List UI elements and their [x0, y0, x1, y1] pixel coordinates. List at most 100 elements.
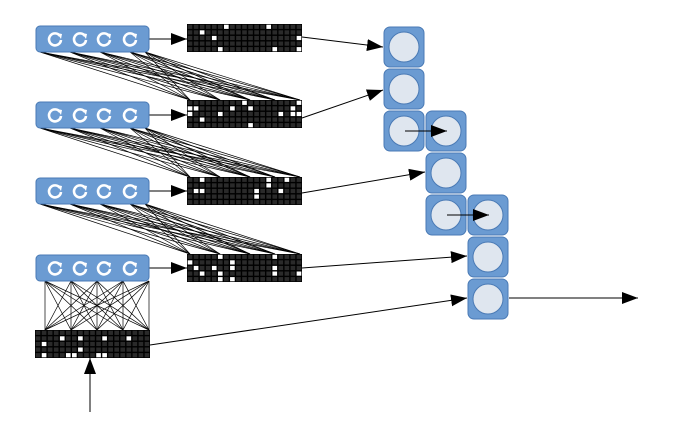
fan-line: [129, 51, 276, 101]
grid-cell: [236, 188, 241, 194]
fan-line: [69, 203, 301, 255]
grid-cell: [242, 277, 247, 282]
grid-cell: [47, 353, 53, 358]
grid-cell: [211, 106, 217, 111]
grid-cell: [272, 117, 278, 122]
grid-cell: [41, 341, 47, 347]
grid-cell: [41, 353, 47, 358]
grid-cell: [187, 106, 193, 111]
grid-cell: [205, 265, 211, 271]
grid-cell: [242, 30, 247, 35]
fan-line: [70, 280, 150, 331]
fan-line: [69, 51, 301, 101]
grid-cell: [187, 271, 193, 276]
grid-cell: [187, 277, 193, 282]
module: [35, 254, 150, 282]
grid-cell: [248, 265, 253, 271]
grid-cell: [260, 194, 265, 199]
modules: [35, 25, 150, 282]
grid-cell: [120, 336, 126, 341]
grid-cell: [260, 188, 265, 194]
grid-cell: [230, 117, 235, 122]
grid-cell: [187, 183, 193, 188]
fan-line: [44, 280, 72, 331]
grid-cell: [248, 123, 253, 128]
grid-cell: [102, 336, 107, 341]
grid-cell: [242, 271, 247, 276]
grid-cell: [278, 117, 284, 122]
fan-line: [69, 51, 276, 101]
grid-cell: [278, 106, 284, 111]
grid-cell: [230, 123, 235, 128]
grid-cell: [242, 183, 247, 188]
fan-line: [144, 51, 301, 101]
grid-cell: [266, 177, 272, 182]
grid-cell: [272, 277, 278, 282]
grid-cell: [205, 183, 211, 188]
rotate-arrow-icon: [122, 108, 138, 123]
grid-cell: [199, 35, 205, 41]
node: [425, 194, 467, 236]
grid-cell: [35, 341, 41, 347]
grid-cell: [236, 183, 241, 188]
grid-cell: [35, 347, 41, 352]
rotate-arrow-icon: [72, 32, 88, 47]
grid-cell: [236, 35, 241, 41]
grid-cell: [199, 254, 205, 259]
grid-cell: [260, 260, 265, 265]
grid-cell: [199, 194, 205, 199]
fan-line: [69, 127, 301, 178]
grid-cell: [248, 277, 253, 282]
grid-cell: [224, 35, 229, 41]
grid-cell: [78, 341, 83, 347]
rotate-arrow-icon-head: [57, 185, 62, 191]
grid-cell: [230, 177, 235, 182]
grid-cell: [236, 194, 241, 199]
grid-cell: [96, 330, 101, 335]
node: [467, 236, 509, 278]
grid-cell: [224, 188, 229, 194]
fan-line: [129, 127, 221, 178]
grid-cell: [236, 123, 241, 128]
grid-cell: [187, 24, 193, 29]
grid-cell: [217, 200, 223, 205]
grid-cell: [187, 254, 193, 259]
grid-cell: [230, 254, 235, 259]
grid-cell: [193, 106, 199, 111]
grid-cell: [230, 265, 235, 271]
grid-cell: [65, 353, 71, 358]
grid-cell: [193, 41, 199, 46]
grid-cell: [266, 271, 272, 276]
rotate-arrow-icon-head: [132, 262, 137, 268]
grid-cell: [211, 277, 217, 282]
grid-cell: [59, 353, 65, 358]
grid-cell: [254, 117, 259, 122]
rotate-arrow-icon: [47, 184, 63, 199]
grid-cell: [72, 341, 77, 347]
fan-line: [69, 127, 191, 178]
grid-cell: [278, 177, 284, 182]
grid-cell: [84, 336, 89, 341]
grid-cell: [248, 100, 253, 105]
grid-cell: [284, 30, 290, 35]
grid-cell: [199, 265, 205, 271]
circle-node: [430, 157, 462, 189]
grid-cell: [211, 265, 217, 271]
grid-cell: [272, 47, 278, 52]
arrows: [84, 33, 638, 412]
grid-cell: [260, 265, 265, 271]
grid-cell: [224, 100, 229, 105]
fan-line: [144, 203, 221, 255]
grid-cell: [254, 24, 259, 29]
grid-cell: [242, 188, 247, 194]
rotate-arrow-icon: [96, 108, 112, 123]
module-box: [35, 25, 150, 53]
grid-cell: [211, 194, 217, 199]
rotate-arrow-icon: [47, 32, 63, 47]
grid-cell: [102, 341, 107, 347]
grid-cell: [272, 30, 278, 35]
grid-cell: [278, 41, 284, 46]
rotate-arrow-icon: [96, 261, 112, 276]
grid-cell: [126, 341, 132, 347]
grid-cell: [284, 111, 290, 117]
